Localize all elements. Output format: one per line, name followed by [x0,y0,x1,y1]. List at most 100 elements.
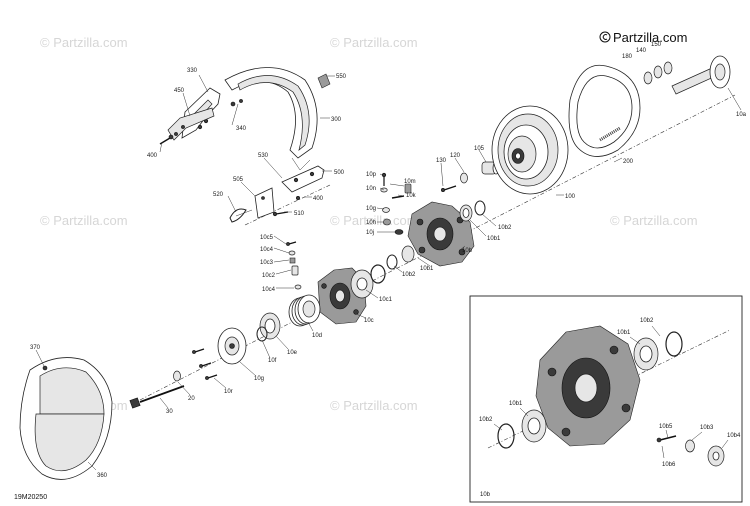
watermark: © Partzilla.com [330,213,418,228]
callout-520: 520 [213,192,224,198]
inset-10b3-washer [685,439,695,453]
callout-450: 450 [174,88,185,94]
callout-400-b: 400 [313,196,324,202]
callout-360: 360 [97,473,108,479]
part-10b2-ring [474,200,486,216]
part-10b2-ring-b [386,254,398,270]
part-10c3-nut [289,257,296,264]
part-10c2-spacer [291,265,299,276]
callout-505: 505 [233,177,244,183]
callout-10c1: 10c1 [379,297,393,303]
part-505-plate [254,187,275,219]
part-10c5-screw [286,241,297,246]
part-400-bolt-b [295,196,300,201]
callout-labels: 330 450 340 400 550 300 530 500 505 520 … [30,42,747,479]
callout-500: 500 [334,170,345,176]
watermark: © Partzilla.com [40,213,128,228]
callout-10k: 10k [406,193,417,199]
part-10a-shaft [671,55,731,95]
callout-30: 30 [166,409,173,415]
callout-10c3: 10c3 [260,260,274,266]
part-370-screw [42,365,48,371]
part-520-spring-clip [229,208,253,223]
callout-10f: 10f [268,358,277,364]
watermark: © Partzilla.com [330,398,418,413]
callout-10h: 10h [366,220,376,226]
callout-10j: 10j [366,230,374,236]
brand-text: Partzilla.com [613,30,687,45]
callout-140: 140 [636,48,647,54]
part-500-bracket [281,165,325,193]
callout-300: 300 [331,117,342,123]
inset-callout-10b4: 10b4 [727,433,741,439]
inset-callout-10b1: 10b1 [617,330,631,336]
callout-340: 340 [236,126,247,132]
callout-130: 130 [436,158,447,164]
callout-10b: 10b [462,248,473,254]
callout-10d: 10d [312,333,322,339]
part-10d-spring [288,294,321,327]
part-10c4-washer [288,250,296,256]
inset-callout-10b5: 10b5 [659,424,673,430]
callout-10c4-b: 10c4 [262,287,276,293]
callout-550: 550 [336,74,347,80]
inset-title: 10b [480,492,491,498]
part-10r-screws [192,348,218,380]
part-340-screw [239,99,243,103]
callout-180: 180 [622,54,633,60]
inset-10b4-roller [707,445,725,467]
callout-105: 105 [474,146,485,152]
callout-10m: 10m [404,179,416,185]
callout-510: 510 [294,211,305,217]
callout-10a: 10a [736,112,747,118]
inset-callout-10b2: 10b2 [640,318,654,324]
callout-100: 100 [565,194,576,200]
part-200-drive-belt [568,64,641,157]
part-10b1-bushing [459,204,473,222]
callout-10c5: 10c5 [260,235,274,241]
callout-10b1-b: 10b1 [420,266,434,272]
drawing-code: 19M20250 [14,494,47,501]
callout-370: 370 [30,345,41,351]
inset-10b2-ring-b [497,423,515,449]
watermark: © Partzilla.com [610,213,698,228]
part-360-pulley-cover [19,357,113,480]
part-10j-shim [394,229,404,235]
callout-10c2: 10c2 [262,273,276,279]
watermark: © Partzilla.com [330,35,418,50]
callout-10g: 10g [366,206,376,212]
callout-400: 400 [147,153,158,159]
callout-150: 150 [651,42,662,48]
callout-10r: 10r [224,389,233,395]
part-10c4-washer-b [294,284,302,290]
part-300-belt-guard [224,67,318,171]
callout-200: 200 [623,159,634,165]
part-150-washer [663,61,673,75]
callout-10b1: 10b1 [487,236,501,242]
callout-10e: 10e [287,350,298,356]
leader-lines [35,74,742,471]
inset-callout-10b2-b: 10b2 [479,417,493,423]
callout-10c4: 10c4 [260,247,274,253]
inset-detail-10b: 10b2 10b1 10b1 10b2 10b5 10b3 10b4 10b6 … [469,295,743,503]
inset-spider-housing [535,325,641,447]
part-10c1-plate [350,269,374,299]
callout-120: 120 [450,153,461,159]
part-10k-pin [391,195,405,199]
part-30-bolt [129,385,185,409]
inset-10b1-bushing-b [521,409,547,443]
callout-10g-b: 10g [254,376,264,382]
part-100-drive-pulley [491,105,569,195]
callout-10b2-b: 10b2 [402,272,416,278]
watermark: © Partzilla.com [40,35,128,50]
callout-10p: 10p [366,172,377,178]
part-10p-screw [381,172,387,186]
callout-20: 20 [188,396,195,402]
part-140-washer [653,65,663,79]
part-10e-bushing [259,312,281,340]
part-10b-spider-assembly [407,201,475,267]
inset-callout-10b1-b: 10b1 [509,401,523,407]
callout-10n: 10n [366,186,376,192]
part-340-screw [230,101,236,107]
